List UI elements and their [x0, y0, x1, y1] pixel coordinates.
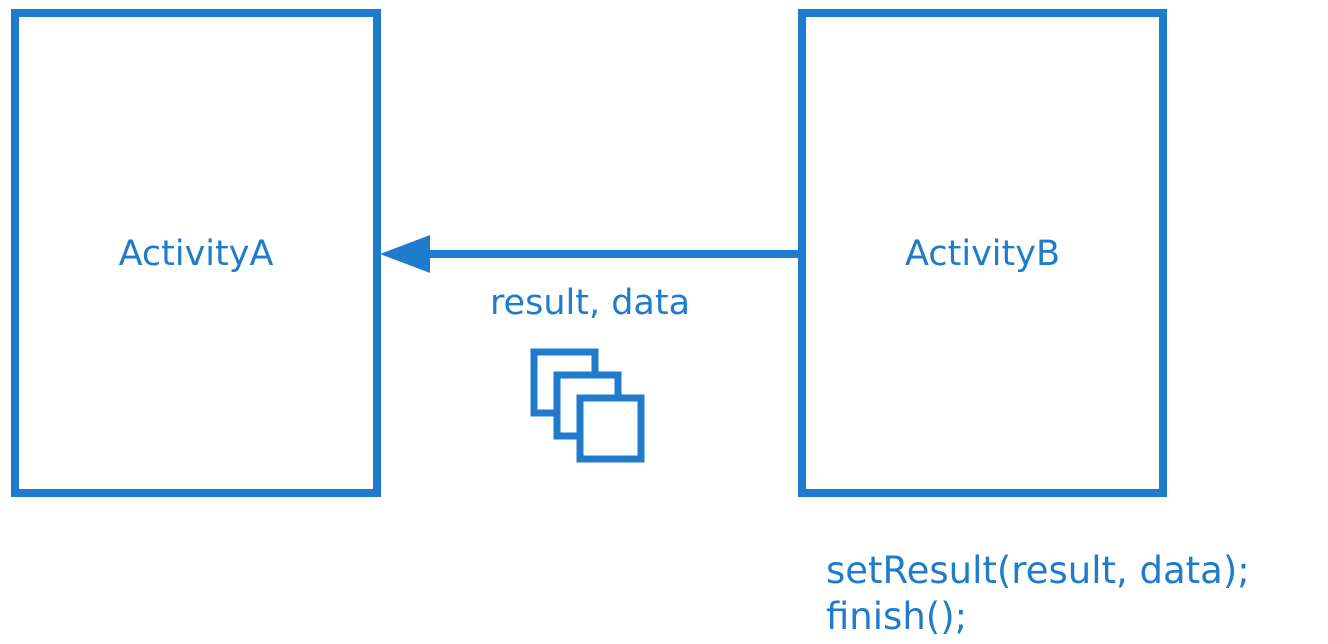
arrow-label: result, data [489, 283, 691, 323]
code-line-set-result: setResult(result, data); [826, 549, 1250, 592]
stacked-documents-icon [530, 348, 645, 463]
activity-b-label: ActivityB [905, 234, 1060, 274]
activity-a-box [11, 9, 381, 497]
code-line-finish: finish(); [826, 595, 968, 638]
activity-a-label: ActivityA [118, 234, 274, 274]
result-arrow-head [380, 235, 430, 273]
